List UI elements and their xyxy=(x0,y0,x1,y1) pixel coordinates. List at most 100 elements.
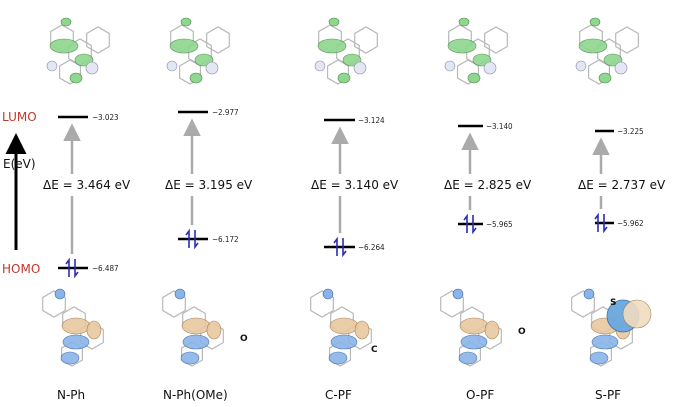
homo-lobe xyxy=(181,317,211,335)
lumo-lobe xyxy=(447,38,477,54)
spin-up-icon xyxy=(185,228,190,248)
homo-lobe xyxy=(460,334,488,350)
lumo-orbital-illustration xyxy=(46,17,110,85)
spin-up-icon xyxy=(463,213,468,233)
homo-orbital-illustration xyxy=(42,288,104,367)
molecule-column-0 xyxy=(42,17,110,367)
ring xyxy=(571,290,595,318)
lumo-lobe xyxy=(189,72,203,84)
homo-lobe xyxy=(62,334,90,350)
homo-lobe xyxy=(206,320,222,340)
atom-label: S xyxy=(610,298,617,308)
lumo-value: −3.225 xyxy=(617,127,644,136)
homo-lobe xyxy=(458,351,478,365)
homo-lobe xyxy=(182,334,210,350)
molecule-column-2 xyxy=(310,17,378,367)
lumo-label: LUMO xyxy=(2,110,37,124)
lumo-lobe xyxy=(328,17,340,27)
ring xyxy=(162,290,186,318)
lumo-lobe xyxy=(85,61,99,75)
homo-lobe xyxy=(591,334,619,350)
lumo-value: −3.140 xyxy=(486,122,513,131)
homo-orbital-illustration xyxy=(440,288,502,367)
ring xyxy=(327,59,349,85)
homo-value: −6.487 xyxy=(92,264,119,273)
lumo-lobe xyxy=(467,72,481,84)
lumo-lobe xyxy=(317,38,347,54)
homo-orbital-illustration xyxy=(162,288,224,367)
lumo-orbital-illustration xyxy=(575,17,639,85)
homo-lobe xyxy=(86,320,102,340)
lumo-lobe xyxy=(337,72,351,84)
energy-gap: ΔE = 2.737 eV xyxy=(578,178,666,192)
homo-lobe xyxy=(60,351,80,365)
ring xyxy=(206,26,230,54)
spin-down-icon xyxy=(74,259,79,279)
homo-lobe xyxy=(583,288,595,300)
homo-lobe xyxy=(174,288,186,300)
ring xyxy=(615,26,639,54)
spin-down-icon xyxy=(342,238,347,258)
lumo-lobe xyxy=(314,60,326,72)
molecule-column-4 xyxy=(571,17,652,367)
lumo-lobe xyxy=(60,17,72,27)
homo-value: −6.264 xyxy=(358,243,385,252)
ring xyxy=(59,59,81,85)
spin-down-icon xyxy=(194,230,199,250)
lumo-lobe xyxy=(444,60,456,72)
lumo-lobe xyxy=(205,61,219,75)
homo-lobe xyxy=(328,351,348,365)
lumo-lobe xyxy=(169,38,199,54)
lumo-orbital-illustration xyxy=(314,17,378,85)
homo-lobe xyxy=(322,288,334,300)
spin-up-icon xyxy=(594,212,599,232)
ring xyxy=(588,59,610,85)
spin-up-icon xyxy=(65,257,70,277)
lumo-lobe xyxy=(69,72,83,84)
homo-lobe xyxy=(459,317,489,335)
homo-value: −5.962 xyxy=(617,219,644,228)
molecule-name: S-PF xyxy=(595,388,622,402)
atom-label: C xyxy=(371,345,378,355)
atom-label: O xyxy=(518,327,526,337)
lumo-lobe xyxy=(614,61,628,75)
lumo-lobe xyxy=(575,60,587,72)
lumo-lobe xyxy=(598,72,612,84)
homo-lobe xyxy=(484,320,500,340)
energy-gap: ΔE = 3.464 eV xyxy=(43,178,131,192)
lumo-lobe xyxy=(353,61,367,75)
lumo-lobe xyxy=(483,61,497,75)
molecule-column-3 xyxy=(440,17,508,367)
spin-down-icon xyxy=(472,215,477,235)
ring xyxy=(354,26,378,54)
ring xyxy=(86,26,110,54)
lumo-lobe xyxy=(578,38,608,54)
homo-lobe xyxy=(54,288,66,300)
molecule-name: N-Ph xyxy=(57,388,86,402)
homo-value: −5.965 xyxy=(486,220,513,229)
molecule-column-1 xyxy=(162,17,230,367)
spin-down-icon xyxy=(603,214,608,234)
lumo-lobe xyxy=(180,17,192,27)
homo-orbital-illustration xyxy=(310,288,372,367)
lumo-lobe xyxy=(46,60,58,72)
homo-lobe xyxy=(180,351,200,365)
lumo-value: −3.124 xyxy=(358,116,385,125)
lumo-value: −3.023 xyxy=(92,113,119,122)
ring xyxy=(440,290,464,318)
homo-lobe xyxy=(589,351,609,365)
lumo-lobe xyxy=(589,17,601,27)
ring xyxy=(310,290,334,318)
homo-lobe xyxy=(452,288,464,300)
lumo-lobe xyxy=(458,17,470,27)
homo-orbital-illustration xyxy=(571,288,652,367)
atom-label: O xyxy=(240,334,248,344)
spin-up-icon xyxy=(333,236,338,256)
molecule-name: C-PF xyxy=(325,388,352,402)
energy-axis-label: E(eV) xyxy=(3,157,36,171)
homo-lobe xyxy=(354,320,370,340)
lumo-lobe xyxy=(166,60,178,72)
energy-gap: ΔE = 2.825 eV xyxy=(444,178,532,192)
ring xyxy=(484,26,508,54)
